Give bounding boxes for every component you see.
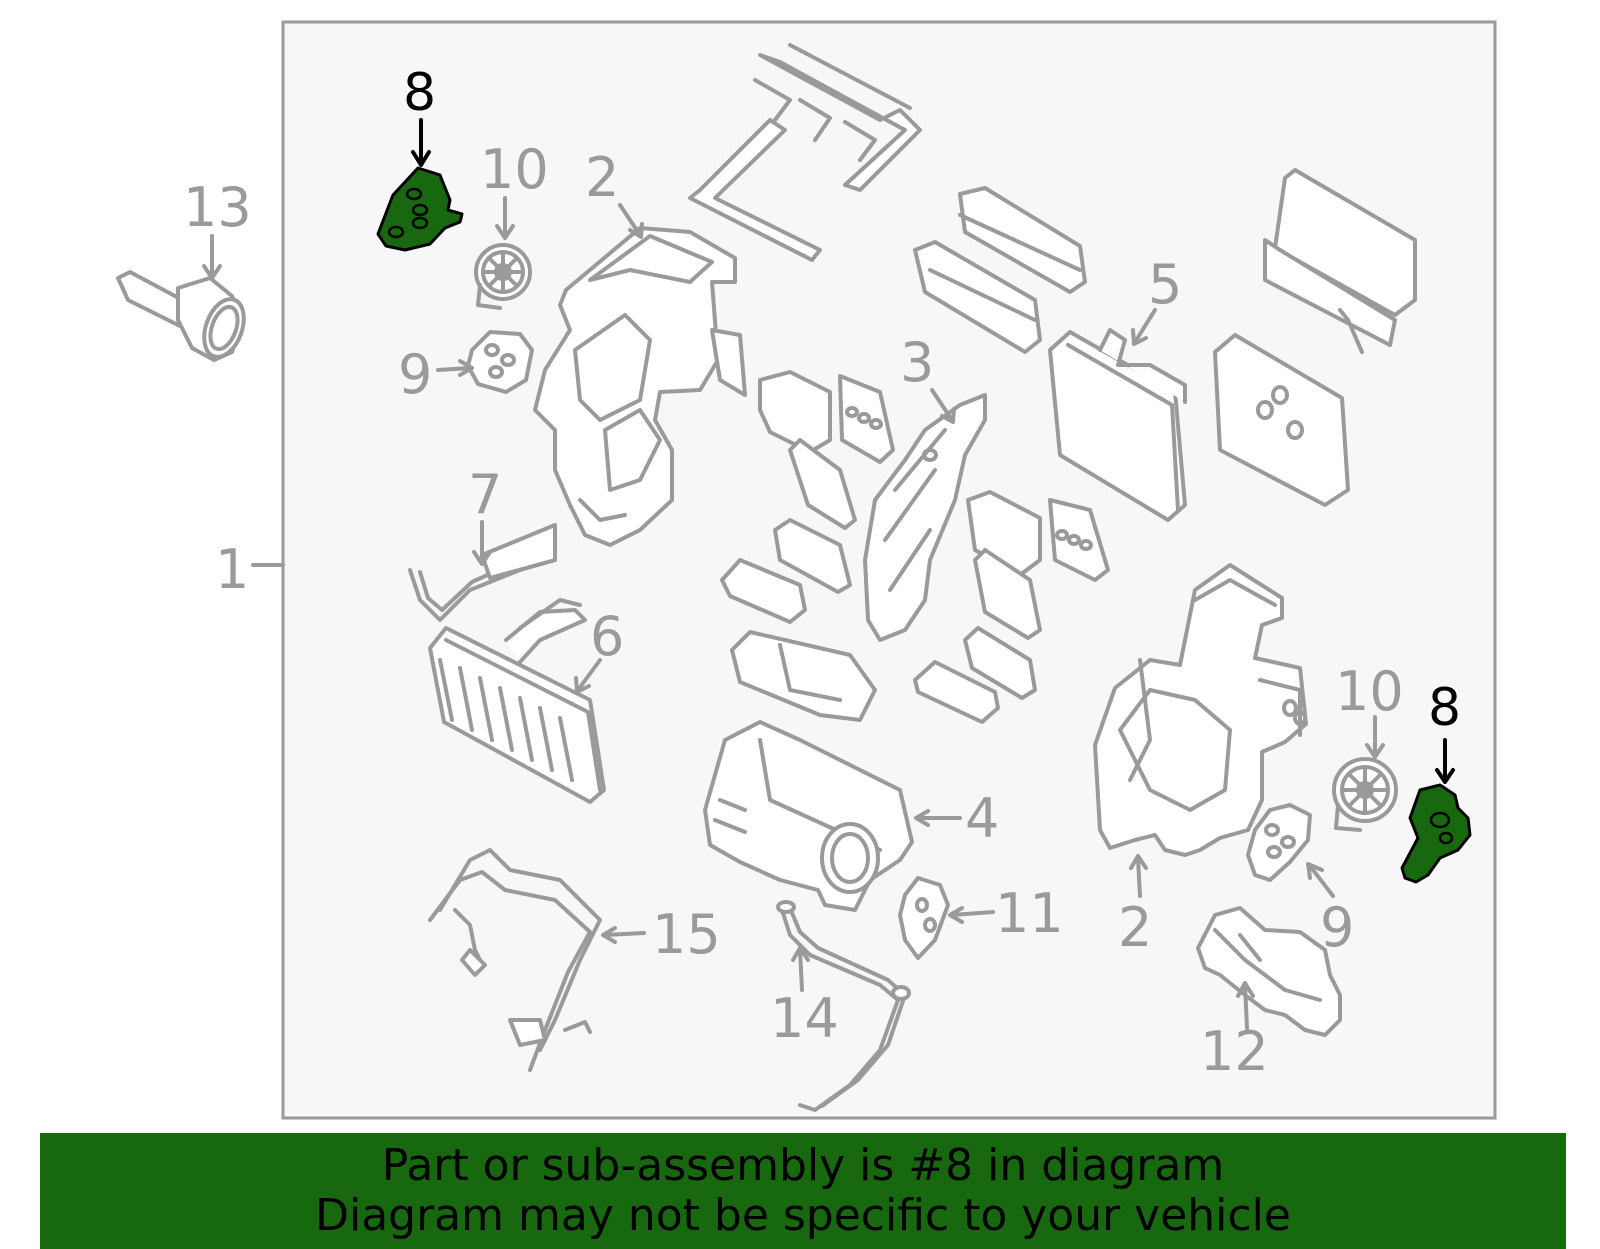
- callout-10b-arrow: [1365, 715, 1385, 759]
- callout-11: 11: [995, 882, 1064, 945]
- callout-10-right: 10: [1335, 660, 1404, 723]
- callout-7: 7: [468, 463, 502, 526]
- callout-8-right: 8: [1428, 678, 1461, 738]
- banner-line-2: Diagram may not be specific to your vehi…: [315, 1190, 1291, 1241]
- part-3-case-wall: [863, 393, 987, 642]
- callout-9-top: 9: [398, 343, 432, 406]
- callout-1: 1: [215, 538, 249, 601]
- callout-9b-arrow: [1306, 862, 1335, 898]
- callout-14: 14: [770, 987, 839, 1050]
- callout-4-arrow: [914, 809, 962, 827]
- part-8-highlight-right: [1400, 738, 1472, 884]
- part-8-highlight-top: [376, 118, 464, 252]
- callout-15: 15: [652, 903, 721, 966]
- part-7-hose: [408, 523, 557, 622]
- callout-12-arrow: [1236, 981, 1255, 1030]
- part-10-motor-top: [474, 243, 532, 310]
- callout-9a-arrow: [436, 359, 474, 377]
- callout-13: 13: [183, 176, 252, 239]
- part-15-harness: [428, 848, 602, 1072]
- part-10-motor-right: [1332, 757, 1398, 832]
- part-9-bracket-top: [466, 330, 534, 394]
- callout-10a-arrow: [495, 196, 515, 240]
- callout-2-right: 2: [1118, 896, 1152, 959]
- callout-5: 5: [1148, 253, 1182, 316]
- callout-6: 6: [590, 605, 624, 668]
- callout-3-arrow: [930, 388, 956, 424]
- callout-8b-arrow: [1435, 738, 1455, 784]
- part-12-duct: [1196, 906, 1342, 1037]
- part-pipe-assembly: [688, 43, 922, 262]
- part-doors-set-2: [913, 490, 1110, 724]
- callout-14-arrow: [791, 946, 810, 992]
- callout-8a-arrow: [411, 118, 431, 167]
- part-4-blower-case: [703, 720, 914, 912]
- part-case-covers: [1213, 168, 1417, 507]
- callout-2a-arrow: [618, 203, 644, 239]
- part-doors-set: [720, 186, 1087, 722]
- info-banner: Part or sub-assembly is #8 in diagram Di…: [40, 1133, 1566, 1249]
- callout-2b-arrow: [1129, 854, 1148, 898]
- part-14-drain-hose: [776, 900, 911, 1112]
- callout-13-arrow: [202, 234, 222, 280]
- callout-8-top: 8: [403, 63, 436, 123]
- callout-11-arrow: [948, 906, 995, 924]
- banner-line-1: Part or sub-assembly is #8 in diagram: [381, 1140, 1225, 1191]
- callout-9-right: 9: [1320, 896, 1354, 959]
- part-13-duct: [116, 270, 246, 362]
- callout-5-arrow: [1131, 308, 1157, 346]
- callout-10-top: 10: [480, 138, 549, 201]
- part-2-case-right: [1093, 563, 1308, 857]
- callout-6-arrow: [574, 658, 602, 694]
- part-6-heater-core: [428, 598, 606, 804]
- part-9-bracket-right: [1246, 803, 1312, 882]
- callout-4: 4: [965, 787, 999, 850]
- callout-7-arrow: [472, 520, 492, 566]
- part-2-case-left: [533, 226, 747, 547]
- part-11-bracket: [898, 876, 950, 960]
- callout-12: 12: [1200, 1020, 1269, 1083]
- callout-3: 3: [900, 331, 934, 394]
- callout-15-arrow: [601, 926, 646, 944]
- part-5-evaporator: [1048, 328, 1187, 522]
- callout-2-top: 2: [585, 146, 619, 209]
